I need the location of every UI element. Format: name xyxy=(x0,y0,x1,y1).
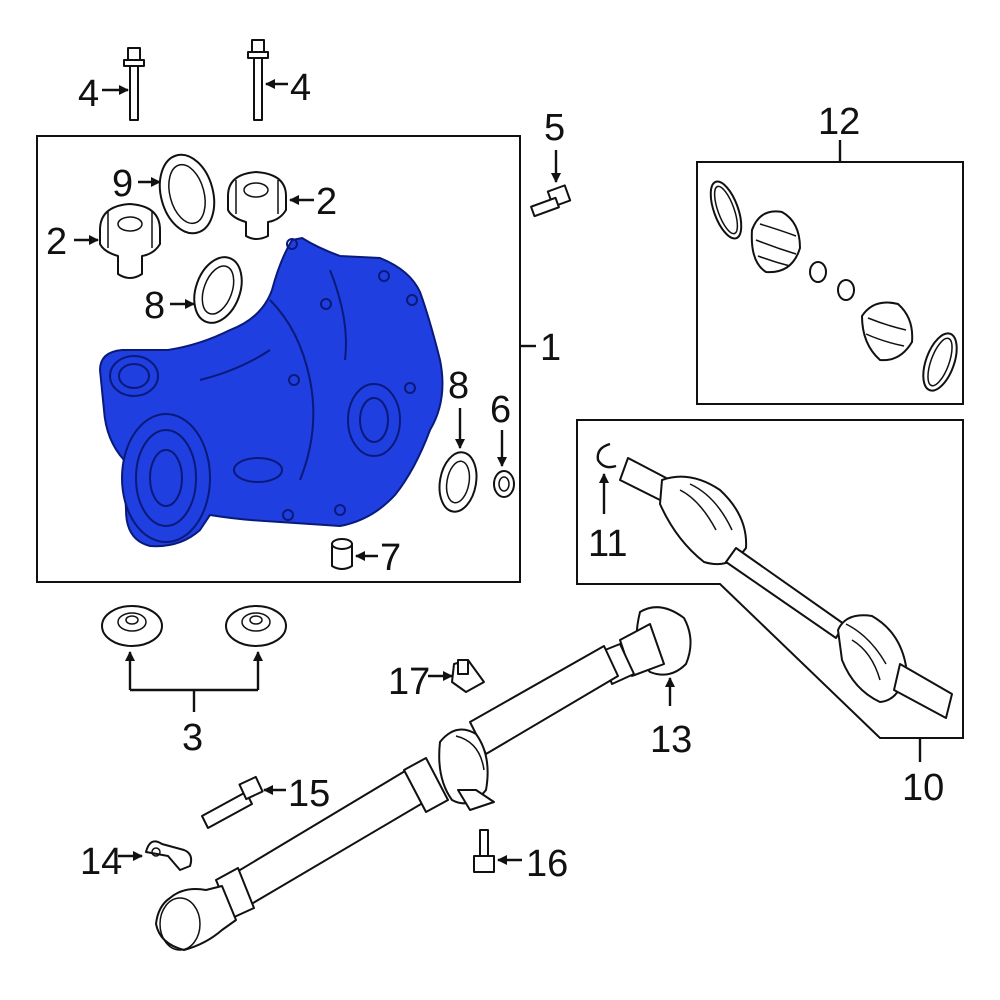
callout-8-upper[interactable]: 8 xyxy=(144,285,165,327)
half-shaft-part-10[interactable] xyxy=(619,457,953,719)
seal-part-9[interactable] xyxy=(152,149,223,240)
bushing-part-2-left[interactable] xyxy=(99,203,161,279)
driveshaft-part-13[interactable] xyxy=(155,606,692,951)
seal-part-8-upper[interactable] xyxy=(186,251,251,330)
callout-16[interactable]: 16 xyxy=(526,843,568,885)
callout-4-left[interactable]: 4 xyxy=(78,73,99,115)
differential-housing-part-1[interactable] xyxy=(98,236,444,548)
callout-4-right[interactable]: 4 xyxy=(290,67,311,109)
callout-17[interactable]: 17 xyxy=(388,661,430,703)
callout-2-left[interactable]: 2 xyxy=(46,221,67,263)
bracket-part-14[interactable] xyxy=(145,840,193,871)
bracket-part-17[interactable] xyxy=(451,659,485,693)
bolt-part-4-left[interactable] xyxy=(123,47,145,121)
callout-9[interactable]: 9 xyxy=(112,163,133,205)
callout-6[interactable]: 6 xyxy=(490,389,511,431)
assembly-box-10 xyxy=(576,419,964,739)
callout-8-lower[interactable]: 8 xyxy=(448,365,469,407)
callout-5[interactable]: 5 xyxy=(544,107,565,149)
callout-11[interactable]: 11 xyxy=(588,523,627,565)
callout-15[interactable]: 15 xyxy=(288,773,330,815)
assembly-box-1 xyxy=(36,135,521,583)
assembly-box-12 xyxy=(696,161,964,405)
callout-13[interactable]: 13 xyxy=(650,719,692,761)
callout-3[interactable]: 3 xyxy=(182,717,203,759)
seal-part-8-lower[interactable] xyxy=(435,449,481,514)
bolt-part-16[interactable] xyxy=(473,829,495,873)
leader-3 xyxy=(125,651,263,712)
washer-part-6[interactable] xyxy=(493,470,515,498)
boot-kit-part-12[interactable] xyxy=(704,178,963,395)
bolt-part-4-right[interactable] xyxy=(247,39,269,121)
sleeve-part-7[interactable] xyxy=(331,538,353,570)
callout-14[interactable]: 14 xyxy=(80,841,122,883)
bolt-part-15[interactable] xyxy=(201,775,264,829)
mount-part-3-left[interactable] xyxy=(101,605,163,647)
bushing-part-2-right[interactable] xyxy=(227,171,287,240)
callout-12[interactable]: 12 xyxy=(818,101,860,143)
callout-10[interactable]: 10 xyxy=(902,767,944,809)
bolt-part-5[interactable] xyxy=(530,184,572,218)
clip-part-11[interactable] xyxy=(596,442,617,469)
callout-1[interactable]: 1 xyxy=(540,327,561,369)
callout-2-right[interactable]: 2 xyxy=(316,181,337,223)
callout-7[interactable]: 7 xyxy=(380,537,401,579)
mount-part-3-right[interactable] xyxy=(225,605,287,647)
